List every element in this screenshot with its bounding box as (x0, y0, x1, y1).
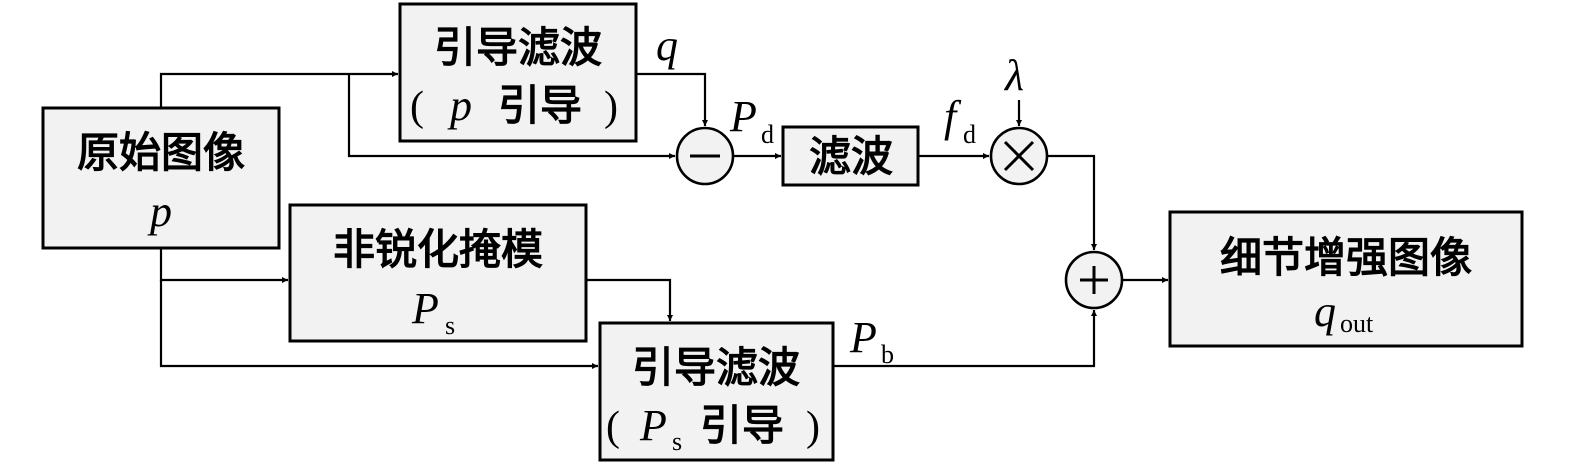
signal-fd-label: f d (944, 92, 976, 149)
unsharp-mask-var: P (411, 284, 439, 333)
wire-original-to-guided-top (159, 71, 398, 108)
guided-filter-top-guide-text: 引导 (498, 81, 582, 130)
wire-q-to-subtract (636, 72, 708, 126)
svg-text:b: b (881, 340, 894, 369)
wire-original-to-guided-bottom (159, 280, 598, 369)
wire-pb-to-add (833, 310, 1097, 368)
original-image-block: 原始图像 p (41, 106, 281, 250)
output-image-var-sub: out (1340, 309, 1374, 338)
svg-text:P: P (849, 313, 877, 362)
signal-pb-label: P b (849, 313, 894, 369)
unsharp-mask-block: 非锐化掩模 P s (288, 203, 588, 343)
wire-multiply-to-add (1047, 154, 1097, 250)
guided-filter-bottom-label: 引导滤波 (632, 343, 800, 392)
filter-block: 滤波 (781, 125, 920, 187)
original-image-var: p (147, 187, 172, 236)
subtract-symbol: − (0, 0, 1, 1)
guided-filter-top-block: 引导滤波 ( p 引导 ) (398, 2, 638, 143)
svg-text:(: ( (410, 84, 424, 130)
output-image-block: 细节增强图像 q out (1168, 210, 1524, 348)
connections (159, 71, 1168, 369)
guided-filter-bottom-guide-text: 引导 (700, 401, 784, 450)
guided-filter-bottom-guide-sub: s (672, 427, 682, 456)
svg-text:P: P (729, 92, 757, 141)
svg-text:(: ( (606, 404, 620, 450)
signal-pd-label: P d (729, 92, 774, 149)
guided-filter-bottom-guide-var: P (639, 401, 667, 450)
output-image-var: q (1314, 287, 1336, 336)
guided-filter-top-label: 引导滤波 (434, 23, 602, 72)
signal-lambda-label: λ (1003, 51, 1024, 100)
svg-text:d: d (963, 120, 976, 149)
unsharp-mask-var-sub: s (445, 311, 455, 340)
svg-text:): ) (806, 404, 820, 450)
signal-q-label: q (656, 21, 678, 70)
add-symbol: + (0, 0, 1, 1)
multiply-symbol: × (0, 0, 1, 1)
svg-text:): ) (604, 84, 618, 130)
guided-filter-top-guide-var: p (447, 81, 472, 130)
svg-text:d: d (761, 120, 774, 149)
wire-original-to-unsharp (159, 248, 288, 283)
unsharp-mask-label: 非锐化掩模 (333, 225, 543, 274)
wire-original-to-subtract (347, 74, 675, 159)
filter-label: 滤波 (809, 132, 893, 181)
wire-unsharp-to-guided-bottom (586, 278, 673, 321)
svg-text:f: f (944, 92, 962, 141)
output-image-label: 细节增强图像 (1220, 233, 1472, 282)
guided-filter-bottom-block: 引导滤波 ( P s 引导 ) (598, 321, 835, 462)
original-image-label: 原始图像 (77, 128, 245, 177)
